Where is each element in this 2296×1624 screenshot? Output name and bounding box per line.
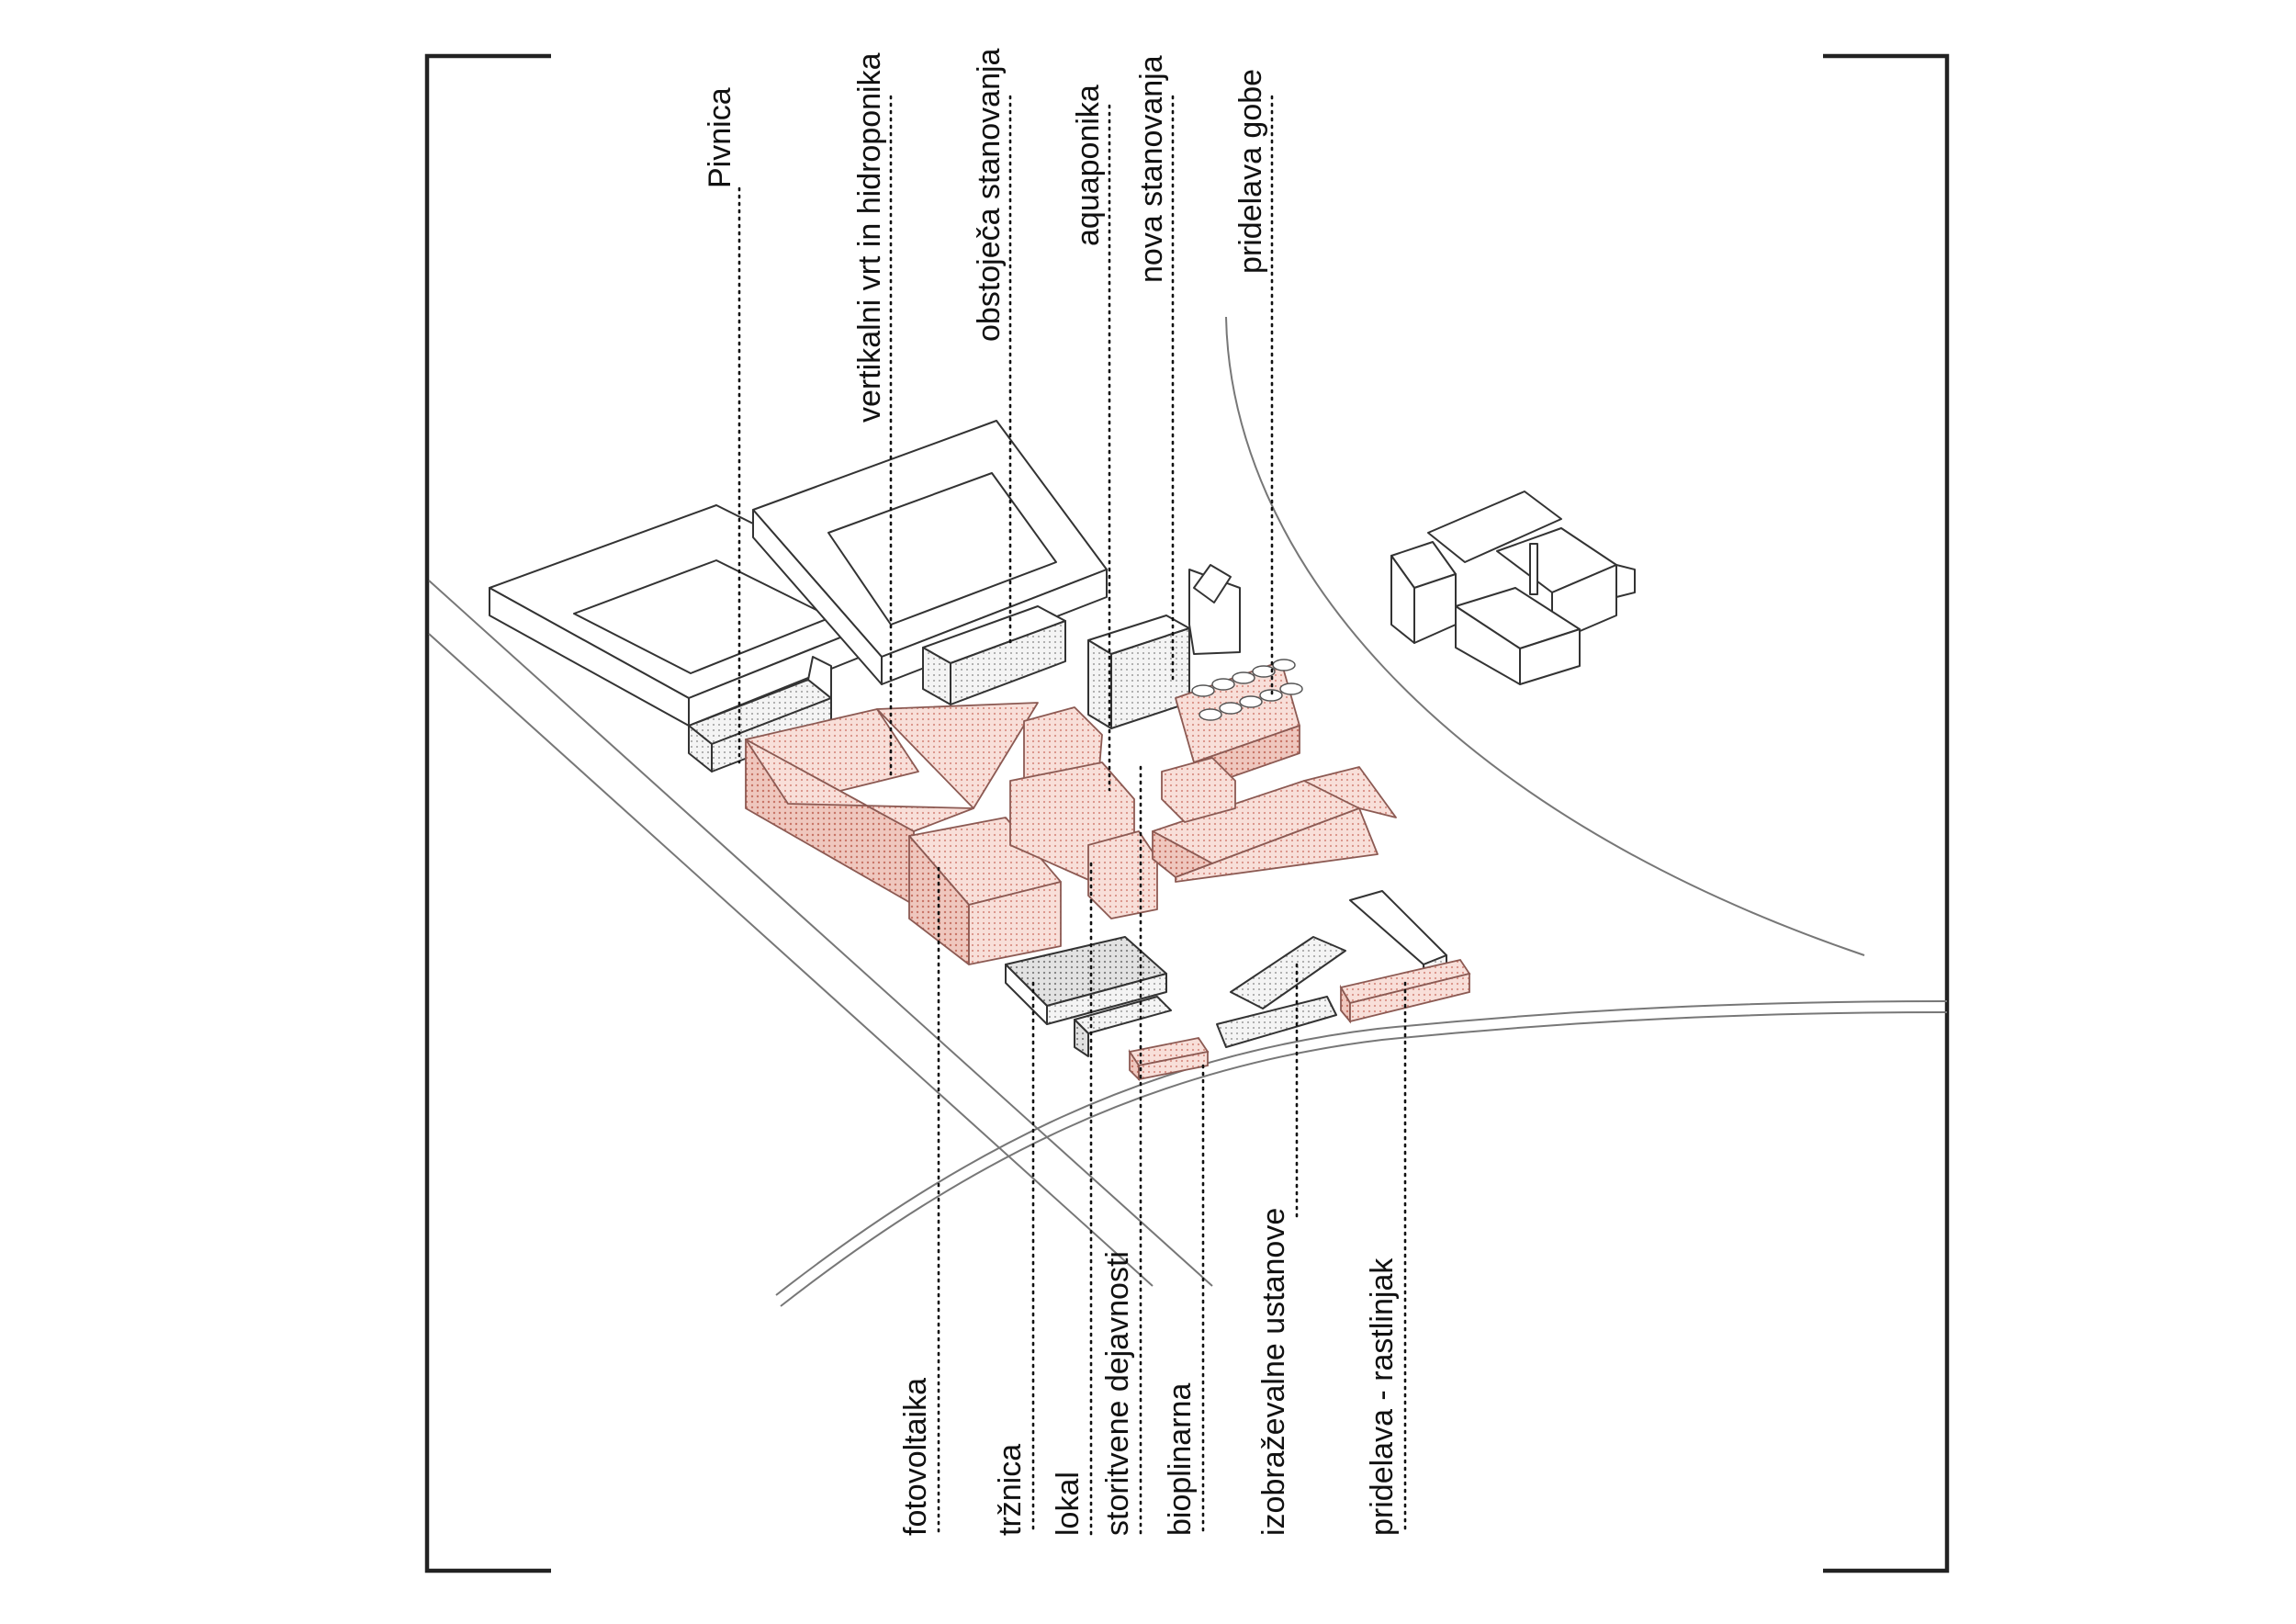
label-fotovoltaika: fotovoltaika [898, 1378, 933, 1536]
road-diagonal-west-a [428, 580, 1213, 1287]
label-vertikalni: vertikalni vrt in hidroponika [852, 52, 887, 423]
leader-lines-bottom [937, 765, 1407, 1536]
road-curve-south-b [780, 1011, 1948, 1307]
label-gobe: pridelava gobe [1233, 69, 1268, 274]
existing-housing [922, 564, 1241, 729]
proposed-buildings [745, 659, 1397, 965]
bracket-top-right [1823, 53, 1950, 1573]
label-storitvene: storitvene dejavnosti [1100, 1251, 1135, 1536]
label-rastlinjak: pridelava - rastlinjak [1365, 1257, 1400, 1536]
proposed-small-south [1128, 958, 1471, 1082]
road-curve-north [1225, 316, 1865, 956]
perimeter-block-east [752, 420, 1108, 685]
east-building-cluster [1390, 491, 1636, 685]
label-bioplinarna: bioplinarna [1163, 1383, 1198, 1536]
label-obstojeca: obstoječa stanovanja [972, 48, 1007, 342]
leader-lines-top [737, 95, 1274, 792]
label-izobrazevalne: izobraževalne ustanove [1256, 1208, 1291, 1536]
labels-top: Pivnica vertikalni vrt in hidroponika ob… [703, 48, 1268, 423]
existing-perimeter-blocks [489, 420, 1108, 727]
road-curve-south-a [775, 1000, 1948, 1296]
label-lokal: lokal [1051, 1472, 1086, 1536]
label-pivnica: Pivnica [703, 87, 737, 188]
roads [428, 316, 1948, 1307]
label-trznica: tržnica [993, 1444, 1028, 1536]
label-nova: nova stanovanja [1134, 55, 1169, 283]
frame-brackets [424, 53, 1950, 1573]
bracket-top-left [424, 53, 551, 1573]
road-diagonal-west-b [428, 633, 1154, 1287]
label-aquaponika: aquaponika [1071, 85, 1106, 246]
labels-bottom: fotovoltaika tržnica lokal storitvene de… [898, 1208, 1400, 1536]
outline-buildings-south [1005, 890, 1447, 1057]
